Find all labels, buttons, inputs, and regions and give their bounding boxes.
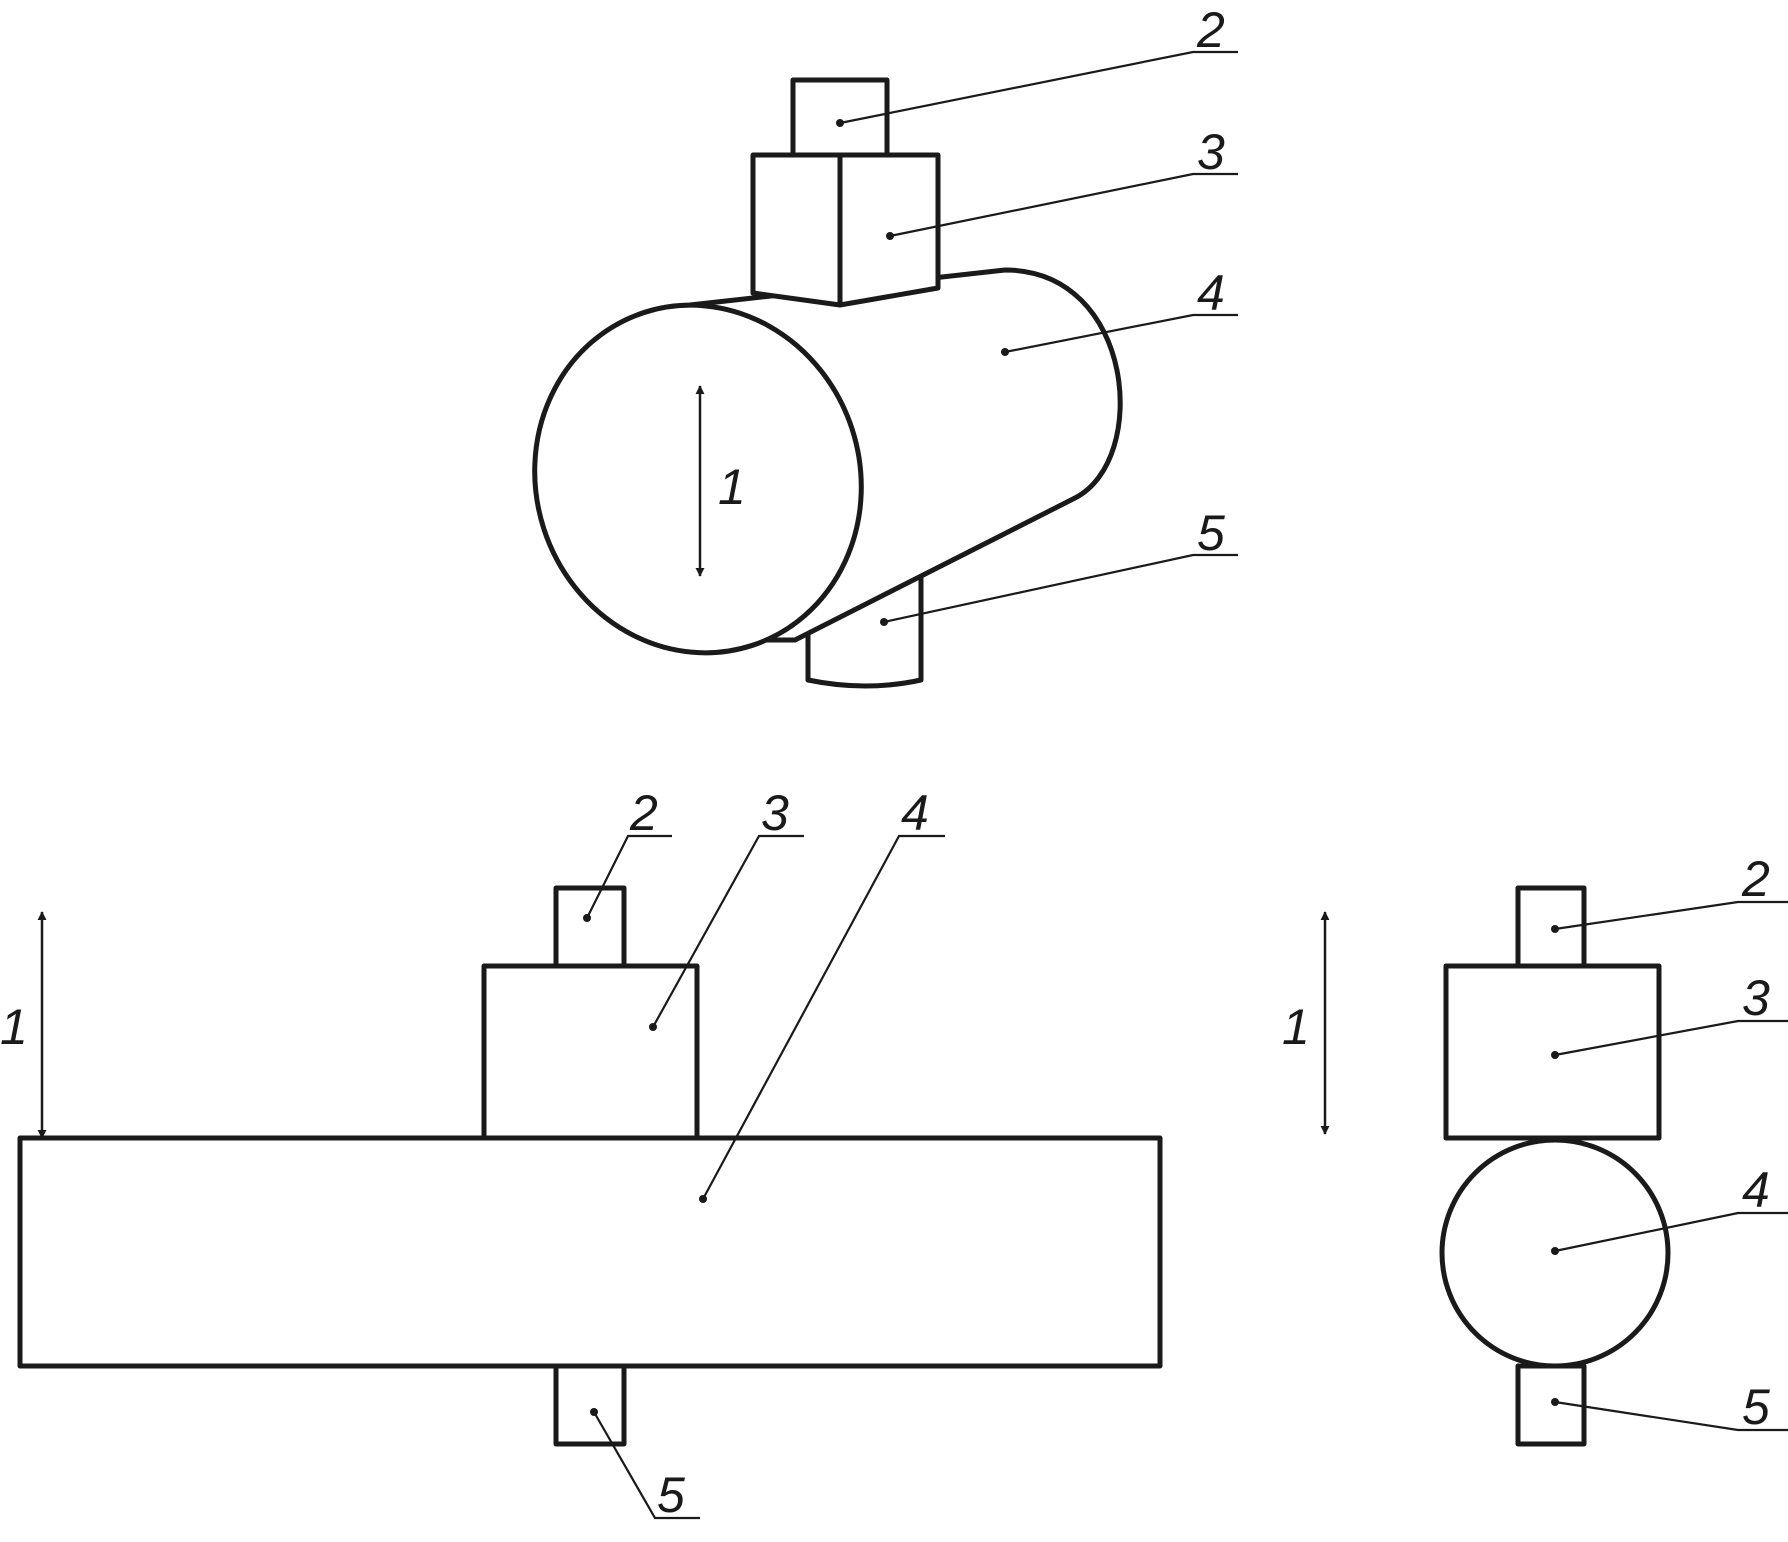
iso-leader-5-dot (880, 618, 888, 626)
isometric-view: 1 2 3 4 5 (532, 2, 1238, 689)
side-leader-3 (1554, 1019, 1788, 1057)
front-leader-3-dot (649, 1023, 657, 1031)
iso-label-4: 4 (1197, 265, 1225, 321)
side-leader-2-dot (1551, 925, 1559, 933)
side-view: 1 2 3 4 5 (1282, 851, 1788, 1447)
front-leader-5-dot (590, 1408, 598, 1416)
iso-leader-2 (839, 50, 1238, 125)
iso-leader-2-dot (836, 119, 844, 127)
front-label-2: 2 (629, 785, 658, 841)
front-part2-stub (553, 885, 627, 969)
front-leader-5 (593, 1411, 700, 1520)
iso-leader-4-dot (1001, 348, 1009, 356)
front-leader-4-dot (699, 1195, 707, 1203)
front-leader-2 (586, 834, 672, 919)
iso-leader-3-dot (886, 232, 894, 240)
front-leader-4 (702, 834, 945, 1200)
iso-label-3: 3 (1197, 124, 1225, 180)
iso-leader-5 (883, 553, 1238, 624)
side-leader-5 (1554, 1400, 1788, 1432)
iso-part3-nut-block (750, 152, 941, 308)
side-label-1: 1 (1282, 999, 1310, 1055)
iso-label-2: 2 (1196, 2, 1225, 58)
side-label-2: 2 (1741, 851, 1770, 907)
front-part5-stub (553, 1363, 627, 1447)
iso-label-1: 1 (718, 459, 746, 515)
iso-leader-4 (1004, 313, 1238, 354)
front-label-3: 3 (761, 785, 789, 841)
front-leader-2-dot (583, 914, 591, 922)
side-leader-4-dot (1551, 1247, 1559, 1255)
front-label-4: 4 (901, 785, 929, 841)
side-leader-3-dot (1551, 1051, 1559, 1059)
side-label-4: 4 (1742, 1162, 1770, 1218)
front-view: 1 2 3 4 5 (0, 785, 1163, 1523)
front-label-5: 5 (657, 1467, 685, 1523)
front-part4-bar (17, 1135, 1163, 1369)
front-part3-block (481, 963, 700, 1141)
side-label-5: 5 (1742, 1379, 1770, 1435)
iso-label-5: 5 (1197, 505, 1225, 561)
iso-leader-3 (889, 172, 1238, 238)
side-leader-4 (1554, 1211, 1788, 1253)
front-leader-3 (652, 834, 804, 1028)
side-leader-2 (1554, 900, 1788, 931)
front-label-1: 1 (0, 999, 28, 1055)
side-label-3: 3 (1742, 970, 1770, 1026)
side-leader-5-dot (1551, 1398, 1559, 1406)
